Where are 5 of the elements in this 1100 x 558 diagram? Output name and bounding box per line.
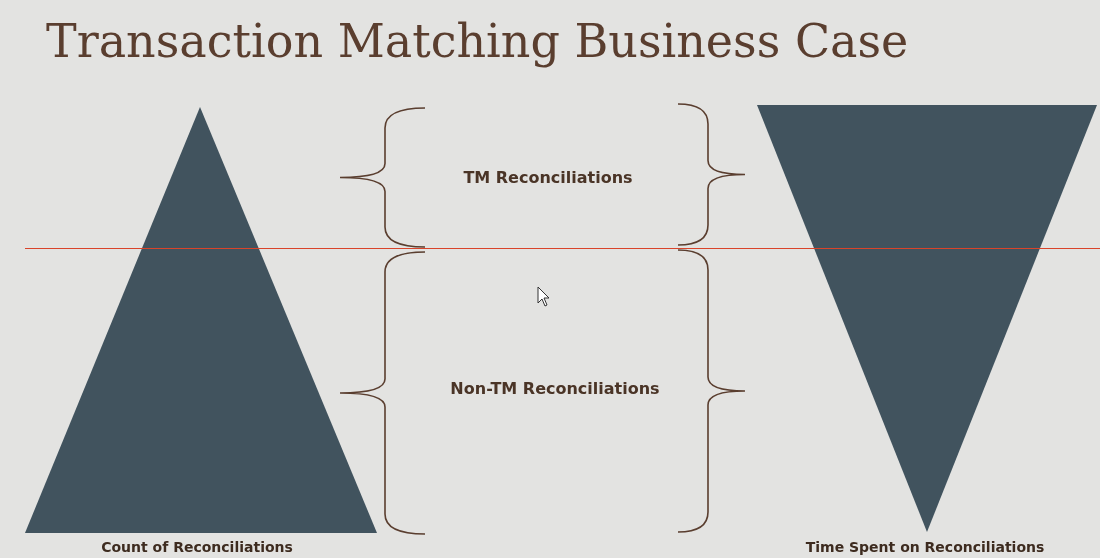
triangle-caption: Time Spent on Reconciliations: [805, 539, 1045, 555]
brace-label: Non-TM Reconciliations: [450, 378, 660, 398]
brace-label: TM Reconciliations: [463, 167, 633, 187]
slide-title: Transaction Matching Business Case: [46, 14, 909, 68]
triangle-caption: Count of Reconciliations: [101, 539, 293, 555]
